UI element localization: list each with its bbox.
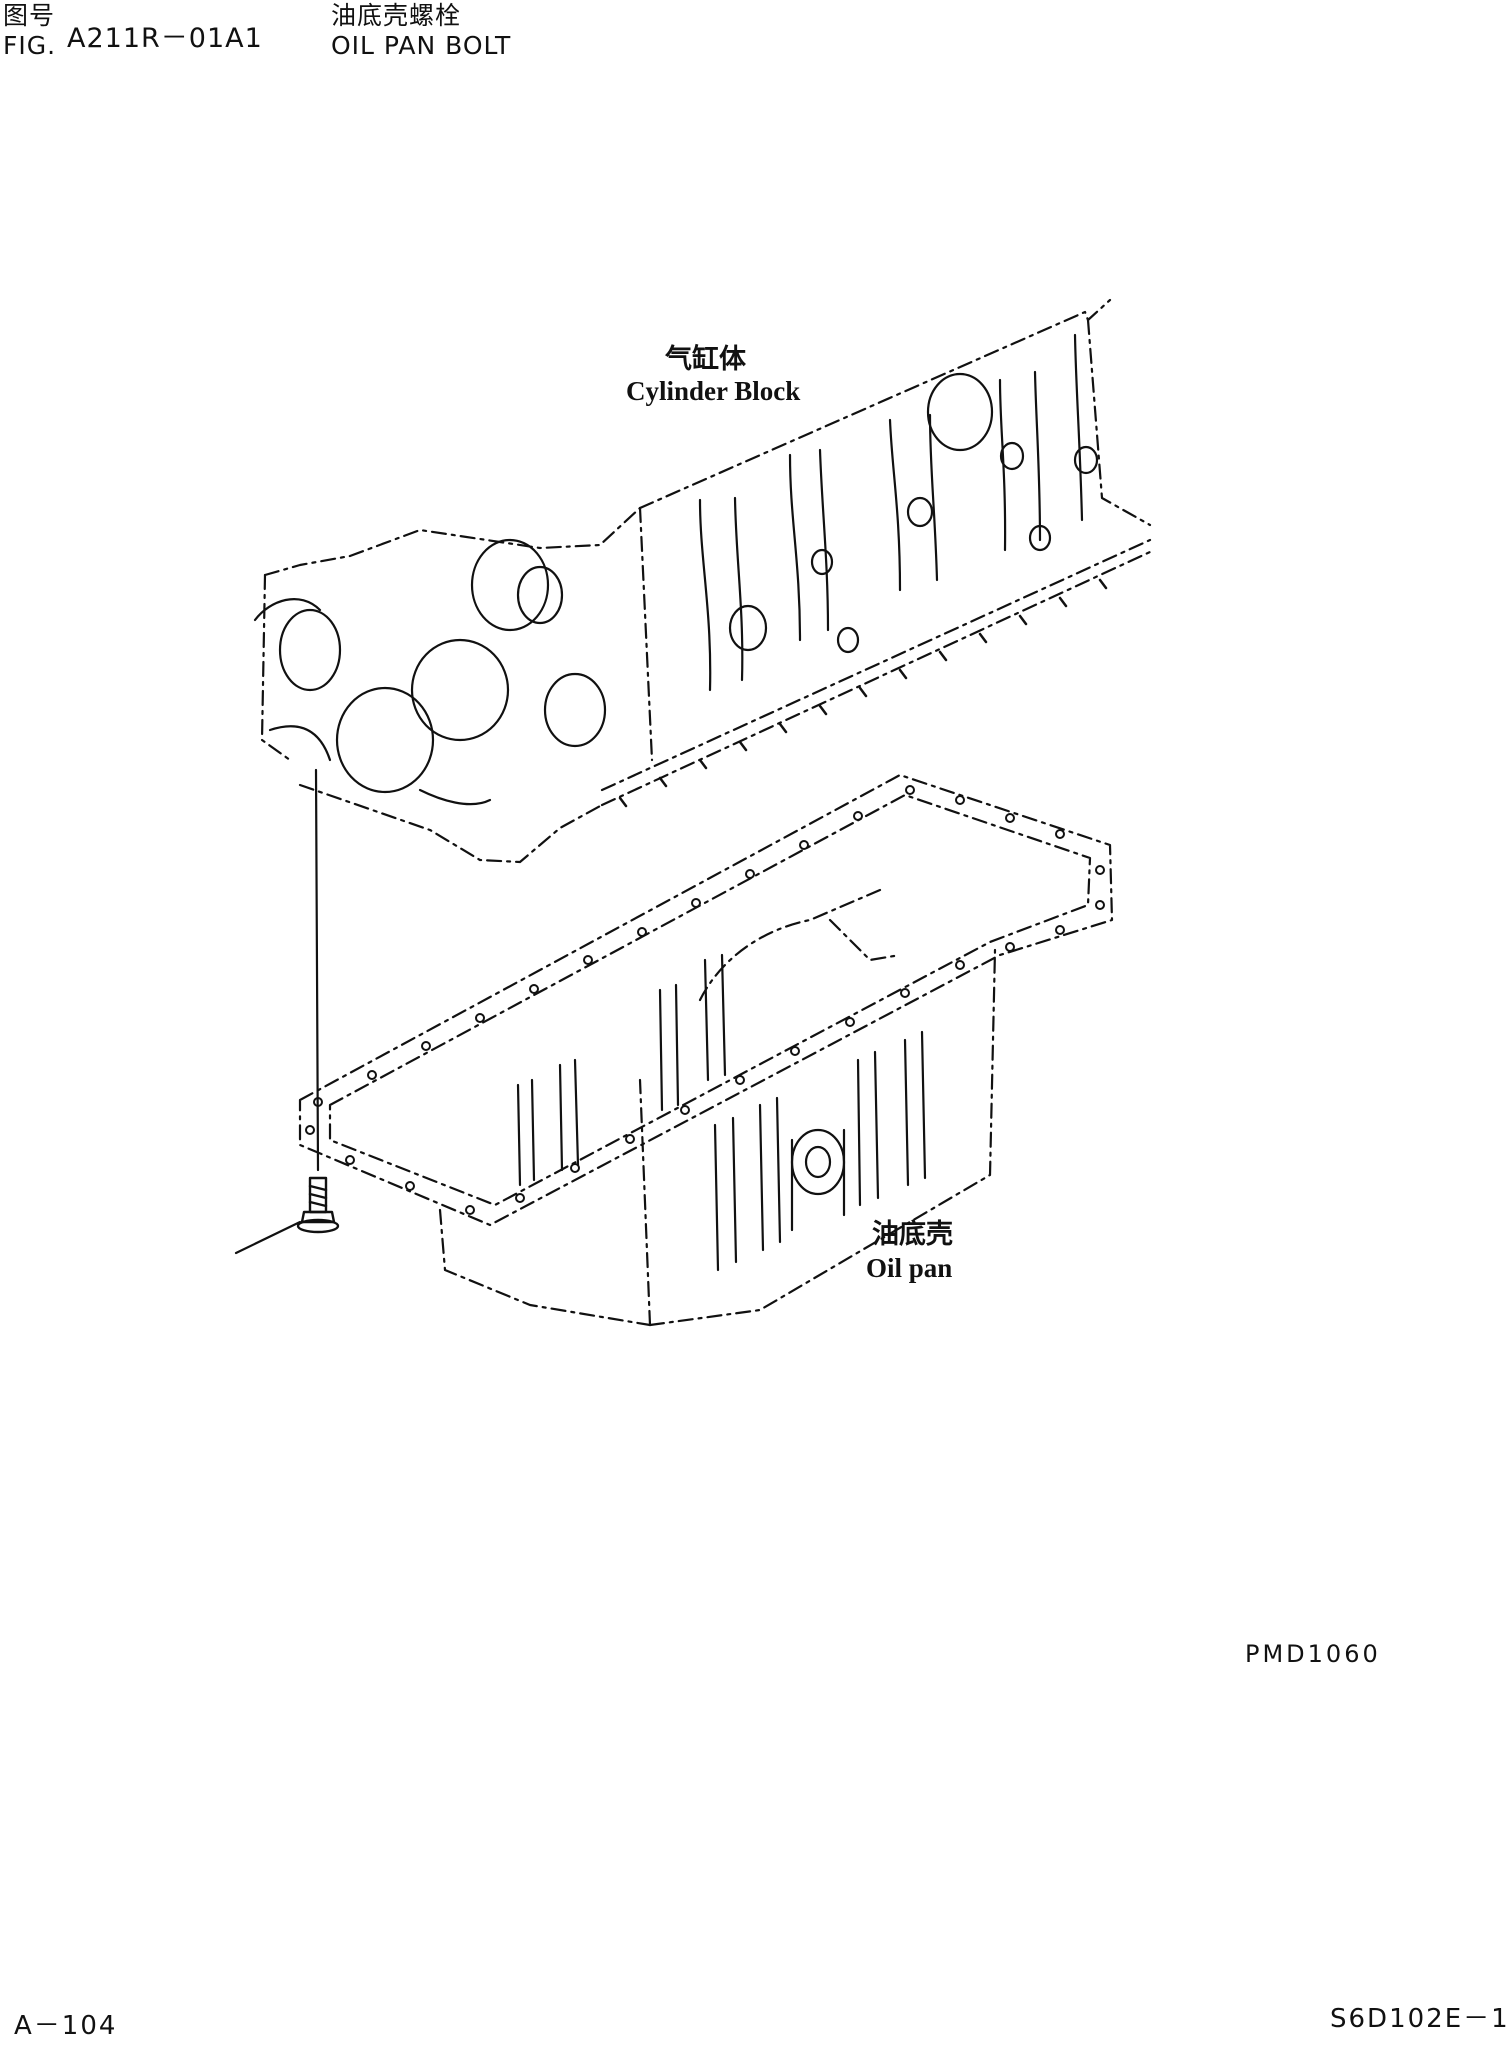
fig-label-cn: 图号 <box>3 1 56 30</box>
oil-pan-ribs <box>516 953 927 1272</box>
title-cn: 油底壳螺栓 <box>331 1 462 30</box>
fig-number: A211R－01A1 <box>67 23 263 54</box>
cylinder-block-outline <box>260 298 1152 864</box>
oil-pan-body <box>438 888 997 1327</box>
oil-pan-flange-holes <box>305 785 1105 1215</box>
oil-pan-label-cn: 油底壳 <box>872 1219 953 1249</box>
oil-pan-bolt <box>296 1176 340 1234</box>
cylinder-block-ribs <box>698 333 1084 692</box>
page-number: A－104 <box>14 2011 118 2041</box>
bolt-axis-line <box>314 768 320 1172</box>
oil-pan-flange <box>298 773 1114 1227</box>
cylinder-block-holes <box>728 372 1099 654</box>
cylinder-block-front-details <box>253 538 607 806</box>
fig-label-en: FIG. <box>3 31 57 60</box>
oil-pan-label-en: Oil pan <box>866 1253 953 1283</box>
model-code: S6D102E－1 <box>1330 2004 1510 2034</box>
bolt-leader-line <box>234 1220 302 1255</box>
cylinder-block-bolt-row <box>618 578 1108 808</box>
drawing-code: PMD1060 <box>1245 1640 1381 1668</box>
cylinder-block-label-cn: 气缸体 <box>665 344 746 374</box>
oil-pan-drain-plug <box>790 1128 846 1232</box>
title-en: OIL PAN BOLT <box>331 31 512 60</box>
cylinder-block-label-en: Cylinder Block <box>626 376 801 406</box>
